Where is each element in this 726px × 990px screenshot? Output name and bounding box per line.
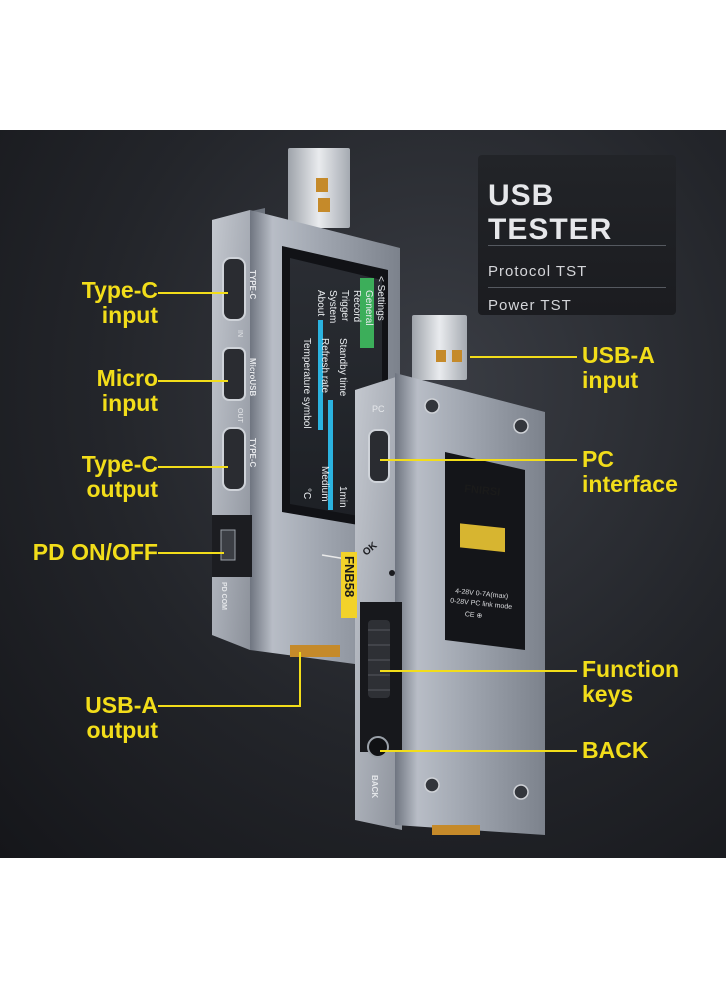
callout-text: USB-A input bbox=[582, 342, 655, 393]
panel-title: USB TESTER bbox=[488, 179, 613, 246]
callout-pc-interface: PC interface bbox=[582, 447, 722, 497]
svg-text:OUT: OUT bbox=[236, 408, 243, 424]
leader-line bbox=[299, 652, 301, 707]
screen-options: Standby time Refresh rate Temperature sy… bbox=[301, 338, 348, 508]
callout-back: BACK bbox=[582, 738, 722, 763]
screen-menu-item: General bbox=[363, 290, 374, 326]
callout-text: BACK bbox=[582, 737, 649, 763]
callout-usba-output: USB-A output bbox=[58, 693, 158, 743]
screen-header: < Settings bbox=[375, 276, 386, 321]
product-photo-scene: USB TESTER Protocol TST Power TST bbox=[0, 130, 726, 858]
panel-divider bbox=[488, 245, 666, 246]
out-label: OUT bbox=[236, 408, 243, 424]
port-label: TYPE-C bbox=[248, 270, 257, 300]
devices-illustration: < Settings General Record Trigger System… bbox=[212, 148, 545, 835]
panel-line-protocol: Protocol TST bbox=[488, 263, 588, 280]
svg-text:BACK: BACK bbox=[370, 775, 379, 798]
leader-line bbox=[380, 750, 577, 752]
callout-text: Function keys bbox=[582, 656, 680, 707]
screen-value: 1min bbox=[337, 486, 348, 508]
svg-text:TYPE-C: TYPE-C bbox=[248, 438, 257, 468]
back-brand-logo: FNIRSI bbox=[464, 483, 501, 499]
leader-line bbox=[158, 380, 228, 382]
callout-text: Micro input bbox=[96, 365, 158, 416]
back-label: BACK bbox=[370, 775, 379, 798]
screen-menu-item: Record bbox=[351, 290, 362, 322]
leader-line bbox=[158, 705, 300, 707]
svg-text:TYPE-C: TYPE-C bbox=[248, 270, 257, 300]
leader-line bbox=[158, 292, 228, 294]
leader-line bbox=[380, 459, 577, 461]
screen-menu-item: System bbox=[327, 290, 338, 323]
screen-menu-item: Trigger bbox=[339, 290, 350, 322]
svg-text:CE ⊕: CE ⊕ bbox=[464, 611, 482, 620]
callout-text: Type-C output bbox=[81, 451, 158, 502]
port-label: MicroUSB bbox=[248, 358, 257, 396]
in-label: IN bbox=[236, 330, 243, 337]
leader-line bbox=[380, 670, 577, 672]
leader-line bbox=[158, 466, 228, 468]
svg-text:MicroUSB: MicroUSB bbox=[248, 358, 257, 396]
svg-text:IN: IN bbox=[236, 330, 243, 337]
screen-option: Standby time bbox=[337, 338, 348, 397]
svg-text:FNIRSI: FNIRSI bbox=[464, 483, 501, 499]
callout-micro-input: Micro input bbox=[58, 366, 158, 416]
callout-text: PC interface bbox=[582, 446, 678, 497]
usb-tester-panel: USB TESTER Protocol TST Power TST bbox=[478, 155, 676, 315]
callout-text: PD ON/OFF bbox=[32, 539, 158, 565]
screen-value: °C bbox=[301, 488, 312, 499]
back-device bbox=[355, 315, 545, 835]
panel-divider bbox=[488, 287, 666, 288]
screen-option: Refresh rate bbox=[319, 338, 330, 393]
screen-value: Medium bbox=[319, 466, 330, 502]
callout-function-keys: Function keys bbox=[582, 657, 722, 707]
pc-label: PC bbox=[372, 404, 385, 414]
callout-typec-output: Type-C output bbox=[58, 452, 158, 502]
svg-text:PD COM: PD COM bbox=[220, 582, 227, 610]
screen-menu: < Settings General Record Trigger System… bbox=[315, 276, 386, 326]
callout-typec-input: Type-C input bbox=[58, 278, 158, 328]
front-brand-logo: FNB58 bbox=[341, 552, 357, 618]
callout-text: Type-C input bbox=[81, 277, 158, 328]
panel-line-power: Power TST bbox=[488, 297, 572, 314]
switch-label: PD COM bbox=[220, 582, 227, 610]
callout-usba-input: USB-A input bbox=[582, 343, 722, 393]
leader-line bbox=[158, 552, 224, 554]
leader-line bbox=[470, 356, 577, 358]
svg-text:FNB58: FNB58 bbox=[342, 556, 357, 597]
screen-option: Temperature symbol bbox=[301, 338, 312, 429]
screen-menu-item: About bbox=[315, 290, 326, 316]
callout-text: USB-A output bbox=[85, 692, 158, 743]
callout-pd-onoff: PD ON/OFF bbox=[20, 540, 158, 565]
port-label: TYPE-C bbox=[248, 438, 257, 468]
